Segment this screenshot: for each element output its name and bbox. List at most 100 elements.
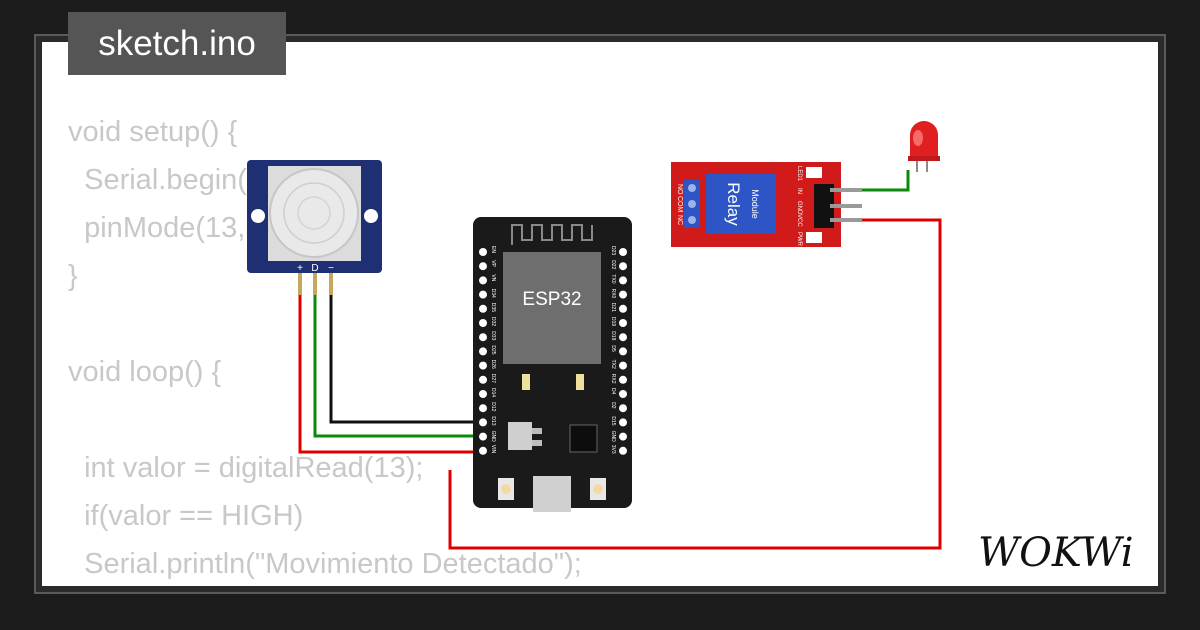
usb-chip bbox=[569, 424, 598, 453]
svg-text:PWR: PWR bbox=[796, 232, 802, 247]
esp32-pin-left[interactable] bbox=[479, 446, 487, 455]
esp32-pin-label: D12 bbox=[490, 402, 496, 411]
svg-text:COM: COM bbox=[676, 196, 683, 213]
esp32-pin-label: D35 bbox=[490, 303, 496, 312]
relay-module[interactable]: NO COM NC Relay Module LED1 IN GND VCC P… bbox=[671, 162, 862, 247]
esp32-pin-left[interactable] bbox=[479, 347, 487, 356]
esp32-pin-label: VP bbox=[490, 260, 496, 267]
esp32-pin-right[interactable] bbox=[619, 276, 627, 285]
esp32-pin-right[interactable] bbox=[619, 432, 627, 441]
esp32-pin-right[interactable] bbox=[619, 290, 627, 299]
file-tab[interactable]: sketch.ino bbox=[68, 12, 286, 75]
esp32-pin-label: D21 bbox=[610, 303, 616, 312]
code-line: void setup() { bbox=[68, 116, 238, 148]
svg-text:NO: NO bbox=[676, 184, 683, 195]
esp32-pin-label: VIN bbox=[490, 445, 496, 454]
esp32-pin-label: D18 bbox=[610, 331, 616, 340]
code-line: } bbox=[68, 260, 78, 292]
esp32-pin-left[interactable] bbox=[479, 418, 487, 427]
code-line: void loop() { bbox=[68, 356, 222, 388]
esp32-pin-label: D23 bbox=[610, 246, 616, 255]
relay-subtitle: Module bbox=[750, 189, 760, 219]
pir-sensor[interactable]: + D − bbox=[247, 160, 382, 295]
svg-text:VCC: VCC bbox=[796, 214, 802, 227]
esp32-pin-right[interactable] bbox=[619, 262, 627, 271]
svg-text:LED1: LED1 bbox=[796, 166, 802, 182]
esp32-pin-left[interactable] bbox=[479, 375, 487, 384]
esp32-pin-label: D19 bbox=[610, 317, 616, 326]
code-line: Serial.println("Movimiento Detectado"); bbox=[68, 548, 582, 580]
esp32-pin-right[interactable] bbox=[619, 404, 627, 413]
esp32-chip-label: ESP32 bbox=[522, 289, 581, 310]
relay-block bbox=[706, 174, 776, 234]
esp32-pin-left[interactable] bbox=[479, 319, 487, 327]
esp32-pin-label: D32 bbox=[490, 317, 496, 326]
esp32-pin-left[interactable] bbox=[479, 390, 487, 398]
wires bbox=[298, 170, 942, 550]
esp32-pin-right[interactable] bbox=[619, 304, 627, 313]
pir-pin-gnd: − bbox=[328, 263, 334, 274]
code-line: if(valor == HIGH) bbox=[68, 500, 304, 532]
esp32-pin-right[interactable] bbox=[619, 390, 627, 398]
esp32-pin-label: D25 bbox=[490, 345, 496, 354]
esp32-pin-label: GND bbox=[490, 431, 496, 443]
esp32-module bbox=[503, 252, 601, 364]
esp32-pin-left[interactable] bbox=[479, 432, 487, 441]
esp32-pin-left[interactable] bbox=[479, 361, 487, 370]
esp32-pin-right[interactable] bbox=[619, 418, 627, 427]
esp32-pin-right[interactable] bbox=[619, 361, 627, 370]
pir-pin-vcc: + bbox=[297, 263, 303, 274]
esp32-pin-left[interactable] bbox=[479, 404, 487, 413]
led[interactable] bbox=[908, 121, 940, 172]
esp32-pin-right[interactable] bbox=[619, 248, 627, 256]
esp32-pin-left[interactable] bbox=[479, 276, 487, 285]
esp32-pin-label: D22 bbox=[610, 260, 616, 269]
esp32-pin-label: D34 bbox=[490, 289, 496, 298]
esp32-pin-label: 3V3 bbox=[610, 445, 616, 454]
wokwi-logo-text: WOKWi bbox=[978, 530, 1134, 576]
esp32-pin-label: D33 bbox=[490, 331, 496, 340]
esp32-pin-label: D14 bbox=[490, 388, 496, 397]
esp32-pin-label: D26 bbox=[490, 360, 496, 369]
pir-dome bbox=[269, 168, 359, 258]
wire-gnd-pir[interactable] bbox=[329, 290, 484, 424]
relay-title: Relay bbox=[724, 182, 743, 226]
esp32-pin-label: EN bbox=[490, 246, 496, 253]
svg-text:NC: NC bbox=[676, 215, 683, 225]
esp32-pin-label: TX2 bbox=[610, 360, 616, 369]
wokwi-logo[interactable]: WOKWi bbox=[978, 528, 1150, 576]
esp32-pin-left[interactable] bbox=[479, 304, 487, 313]
esp32-pin-label: VN bbox=[490, 274, 496, 281]
esp32-pin-right[interactable] bbox=[619, 375, 627, 384]
esp32-pin-label: TX0 bbox=[610, 274, 616, 283]
esp32-pin-label: D13 bbox=[490, 416, 496, 425]
esp32-pin-right[interactable] bbox=[619, 446, 627, 455]
esp32-pin-label: RX0 bbox=[610, 289, 616, 299]
esp32-pin-label: D27 bbox=[490, 374, 496, 383]
esp32-pin-left[interactable] bbox=[479, 333, 487, 342]
svg-text:IN: IN bbox=[796, 188, 802, 194]
esp32-pin-label: GND bbox=[610, 431, 616, 443]
esp32-pin-label: D15 bbox=[610, 416, 616, 425]
esp32-pin-left[interactable] bbox=[479, 262, 487, 271]
esp32-pin-left[interactable] bbox=[479, 248, 487, 256]
wire-signal-pir[interactable] bbox=[313, 290, 484, 438]
wire-relay-vcc[interactable] bbox=[448, 218, 942, 550]
esp32-pin-right[interactable] bbox=[619, 333, 627, 342]
esp32-pin-label: RX2 bbox=[610, 374, 616, 384]
esp32-board[interactable]: ESP32 ENVPVND34D35D32D33D25D26D27D14D12D… bbox=[473, 217, 632, 512]
usb-port bbox=[533, 476, 571, 512]
wire-led[interactable] bbox=[860, 170, 910, 192]
code-line: int valor = digitalRead(13); bbox=[68, 452, 424, 484]
esp32-pin-left[interactable] bbox=[479, 290, 487, 299]
esp32-pin-label: D2 bbox=[610, 402, 616, 409]
svg-text:GND: GND bbox=[796, 201, 802, 215]
esp32-pin-right[interactable] bbox=[619, 347, 627, 356]
esp32-pin-label: D5 bbox=[610, 345, 616, 352]
esp32-pin-label: D4 bbox=[610, 388, 616, 395]
pir-pin-data: D bbox=[311, 263, 318, 274]
esp32-pin-right[interactable] bbox=[619, 319, 627, 327]
wire-vcc-pir[interactable] bbox=[298, 290, 484, 454]
